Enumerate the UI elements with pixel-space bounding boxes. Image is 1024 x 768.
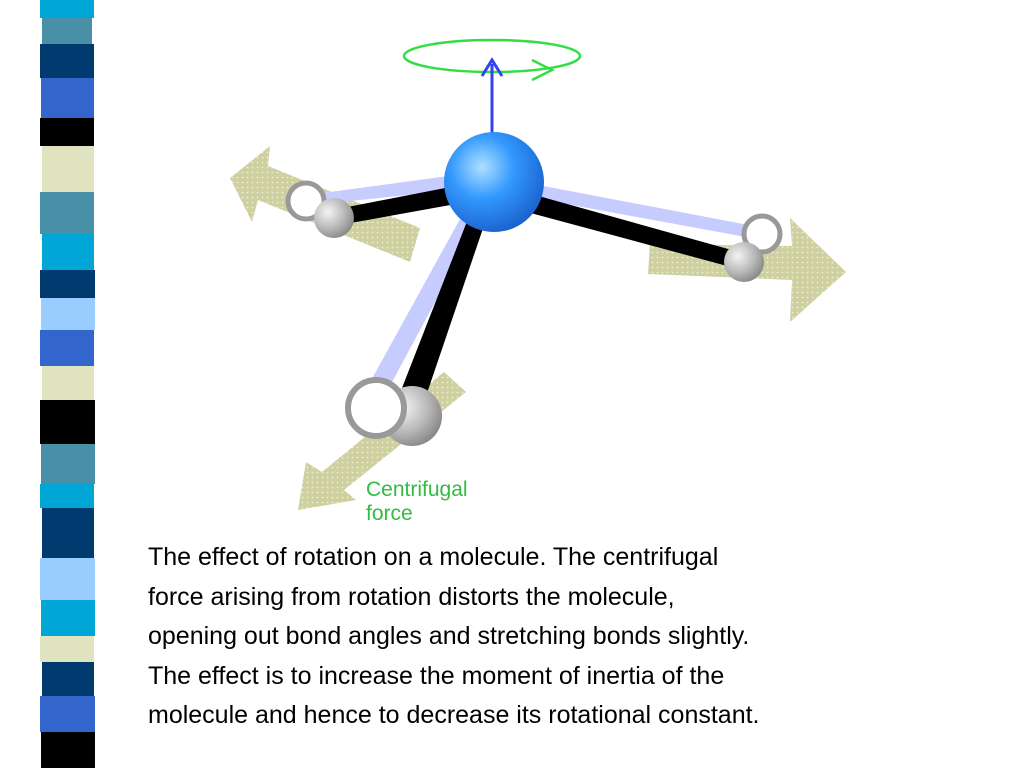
- stripe: [41, 298, 95, 330]
- stripe: [42, 234, 94, 270]
- stripe: [41, 732, 95, 768]
- stripe: [40, 696, 95, 732]
- bond-dark-right: [510, 188, 746, 270]
- centrifugal-force-label: Centrifugal force: [366, 478, 468, 525]
- stripe: [41, 444, 95, 484]
- bond-dark-left: [322, 182, 478, 226]
- bond-light-left: [300, 172, 478, 206]
- stripe: [42, 146, 94, 192]
- stripe: [42, 18, 92, 44]
- stripe: [40, 330, 94, 366]
- stripe: [41, 600, 95, 636]
- stripe: [41, 78, 94, 118]
- ring-arrowhead: [531, 58, 555, 82]
- original-atom-bottom: [345, 377, 407, 439]
- decorative-stripe-bar: [40, 0, 95, 768]
- axis-arrowhead: [480, 57, 504, 77]
- original-atom-right: [741, 213, 783, 255]
- stripe: [42, 662, 94, 696]
- stripe: [40, 558, 95, 600]
- stripe: [40, 192, 94, 234]
- stripe: [42, 508, 94, 558]
- molecule-rotation-diagram: [230, 38, 846, 510]
- central-atom: [444, 132, 544, 232]
- displaced-atom-right: [724, 242, 764, 282]
- stripe: [40, 44, 94, 78]
- stripe: [42, 366, 94, 400]
- figure-caption: The effect of rotation on a molecule. Th…: [148, 543, 760, 729]
- stripe: [40, 270, 95, 298]
- stripe: [40, 484, 94, 508]
- bond-light-right: [512, 180, 764, 240]
- stripe: [40, 0, 94, 18]
- bond-dark-bottom: [402, 188, 494, 402]
- stripe: [40, 400, 95, 444]
- displaced-atom-left: [314, 198, 354, 238]
- stripe: [40, 636, 94, 662]
- stripe: [40, 118, 94, 146]
